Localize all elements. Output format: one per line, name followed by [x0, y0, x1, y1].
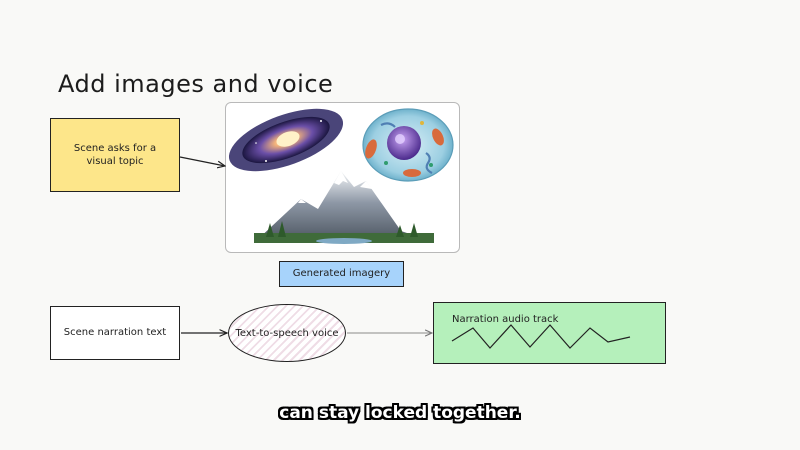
galaxy-icon [228, 108, 344, 172]
narration-text-node: Scene narration text [50, 306, 180, 360]
video-subtitle: can stay locked together. [279, 403, 521, 423]
cell-icon [362, 108, 454, 182]
arrow-topic-to-imagery [179, 156, 225, 166]
mountain-icon [254, 171, 434, 244]
generated-imagery-node: Generated imagery [279, 261, 404, 287]
tts-voice-node: Text-to-speech voice [228, 304, 346, 362]
diagram-title: Add images and voice [58, 70, 334, 98]
audio-track-node: Narration audio track [433, 302, 666, 364]
audio-track-label: Narration audio track [452, 314, 559, 325]
visual-topic-node: Scene asks for a visual topic [50, 118, 180, 192]
generated-image-panel [225, 102, 460, 253]
